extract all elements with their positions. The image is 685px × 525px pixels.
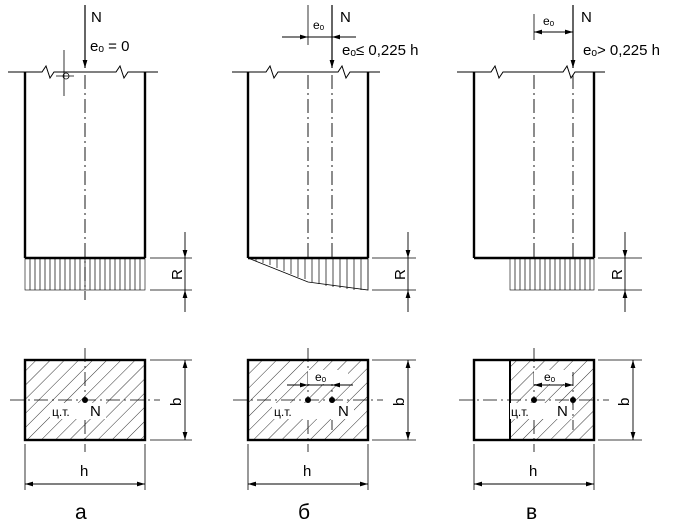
- center-label: ц.т.: [274, 405, 292, 419]
- width-dimension: h: [247, 444, 369, 490]
- pressure-dimension: R: [598, 232, 642, 312]
- panel-b: N eₒ eₒ≤ 0,225 h R: [232, 5, 418, 524]
- eccentricity-dimension-top: eₒ: [533, 14, 573, 40]
- section-force-label: N: [557, 403, 568, 420]
- force-point: [570, 397, 576, 403]
- eccentricity-condition: eₒ> 0,225 h: [583, 42, 660, 59]
- pressure-dimension: R: [372, 232, 416, 312]
- break-line: [457, 64, 605, 80]
- height-dimension: b: [150, 359, 192, 441]
- pressure-diagram: [24, 257, 146, 291]
- pressure-diagram: [509, 257, 595, 291]
- pressure-label: R: [392, 269, 409, 280]
- break-line: [232, 64, 380, 80]
- width-label: h: [529, 463, 537, 480]
- center-label: ц.т.: [511, 405, 529, 419]
- center-point: [531, 397, 537, 403]
- height-label: b: [391, 398, 408, 406]
- force-label: N: [91, 9, 102, 26]
- ecc-top-label: eₒ: [313, 18, 325, 32]
- pressure-label: R: [609, 269, 626, 280]
- width-label: h: [80, 463, 88, 480]
- center-point: [305, 397, 311, 403]
- panel-caption: а: [75, 501, 87, 524]
- width-dimension: h: [473, 444, 595, 490]
- eccentricity-condition: eₒ = 0: [90, 38, 129, 55]
- force-point: [329, 397, 335, 403]
- force-label: N: [340, 9, 351, 26]
- section-ecc-label: eₒ: [544, 370, 556, 384]
- width-label: h: [303, 463, 311, 480]
- ecc-top-label: eₒ: [543, 14, 555, 28]
- height-label: b: [168, 398, 185, 406]
- section-force-label: N: [338, 403, 349, 420]
- center-label: ц.т.: [52, 405, 70, 419]
- force-point: [82, 397, 88, 403]
- cross-section: ц.т. N: [10, 348, 160, 452]
- height-label: b: [616, 398, 633, 406]
- height-dimension: b: [372, 359, 416, 441]
- section-force-label: N: [90, 403, 101, 420]
- panel-a: N eₒ = 0 R: [8, 5, 192, 524]
- section-ecc-label: eₒ: [315, 370, 327, 384]
- break-line: [8, 64, 158, 80]
- eccentricity-dimension-top: eₒ: [282, 5, 356, 45]
- pressure-diagram: [247, 257, 369, 291]
- width-dimension: h: [24, 444, 146, 490]
- pressure-dimension: R: [150, 232, 192, 312]
- force-label: N: [581, 9, 592, 26]
- panel-c: N eₒ eₒ> 0,225 h R: [457, 5, 660, 524]
- eccentricity-condition: eₒ≤ 0,225 h: [342, 42, 418, 59]
- panel-caption: б: [298, 501, 310, 524]
- cross-section: eₒ ц.т. N: [459, 348, 609, 452]
- center-of-gravity-mark: [56, 50, 74, 96]
- pressure-label: R: [169, 269, 186, 280]
- panel-caption: в: [526, 501, 537, 524]
- height-dimension: b: [598, 359, 642, 441]
- cross-section: eₒ ц.т. N: [233, 348, 383, 452]
